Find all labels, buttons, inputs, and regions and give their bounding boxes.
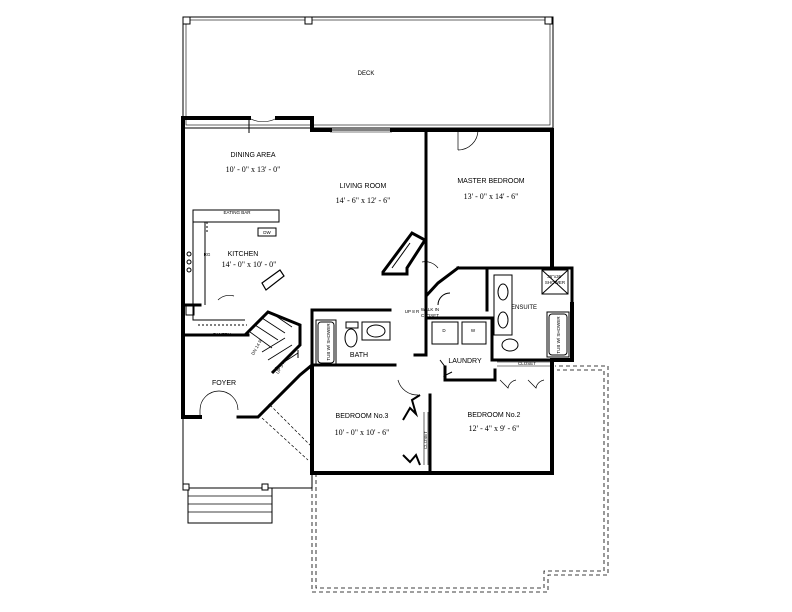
- fireplace: [381, 231, 428, 276]
- laundry-label: LAUNDRY: [448, 358, 482, 365]
- kitchen-label: KITCHEN: [228, 251, 259, 258]
- foyer-label: FOYER: [212, 380, 236, 387]
- stair-up-8r-label: UP 8 R: [405, 309, 420, 314]
- doors: [199, 117, 545, 461]
- kitchen-counter: [185, 209, 280, 326]
- range-label: RG: [204, 252, 211, 257]
- fixtures: [315, 269, 570, 377]
- master-bedroom-dimensions: 13' - 0" x 14' - 6": [464, 192, 519, 201]
- living-room-dimensions: 14' - 6" x 12' - 6": [336, 196, 391, 205]
- deck-label: DECK: [358, 71, 375, 77]
- deck-post: [304, 16, 313, 25]
- bath-label: BATH: [350, 352, 368, 359]
- dining-area-dimensions: 10' - 0" x 13' - 0": [226, 165, 281, 174]
- stair-down-14r-label: DN 14 R: [250, 338, 263, 356]
- kitchen-dimensions: 14' - 0" x 10' - 0": [222, 260, 277, 269]
- ensuite-label: ENSUITE: [511, 305, 537, 311]
- bedroom3-label: BEDROOM No.3: [336, 413, 389, 420]
- stairs: [243, 269, 302, 375]
- porch-steps: [182, 417, 313, 524]
- bath-tub-shower-label: TUB W/ SHOWER: [326, 323, 331, 361]
- eating-bar-label: EATING BAR: [224, 210, 252, 215]
- deck-post: [544, 16, 553, 25]
- room-labels: DINING AREA 10' - 0" x 13' - 0" LIVING R…: [204, 152, 566, 449]
- bedroom2-closet-label: CLOSET: [518, 361, 536, 366]
- walk-in-closet-label: WALK IN: [421, 307, 439, 312]
- shower-label: SHOWER: [545, 280, 566, 285]
- closet-doors: [402, 394, 421, 466]
- walk-in-closet-label-2: CLOSET: [421, 313, 439, 318]
- pantry-label: PANTRY: [213, 332, 231, 337]
- bedroom2-dimensions: 12' - 4" x 9' - 6": [469, 424, 520, 433]
- dishwasher-label: DW: [263, 230, 271, 235]
- dining-area-label: DINING AREA: [230, 152, 275, 159]
- deck-post: [182, 16, 191, 25]
- living-room-label: LIVING ROOM: [340, 183, 387, 190]
- bedroom3-dimensions: 10' - 0" x 10' - 6": [335, 428, 390, 437]
- bedroom2-label: BEDROOM No.2: [468, 412, 521, 419]
- washer-label: W: [471, 328, 476, 333]
- stair-up-5r-label: UP 5 R: [275, 359, 287, 375]
- closet-shelves: [423, 361, 550, 465]
- windows: [182, 129, 392, 300]
- master-bedroom-label: MASTER BEDROOM: [457, 178, 524, 185]
- ensuite-tub-shower-label: TUB W/ SHOWER: [556, 316, 561, 354]
- deck: DECK: [182, 16, 554, 129]
- lower-outline: [311, 365, 609, 593]
- dryer-label: D: [442, 328, 446, 333]
- shower-size-label: 36"x36": [547, 274, 563, 279]
- bedroom3-closet-label: CLOSET: [423, 431, 428, 449]
